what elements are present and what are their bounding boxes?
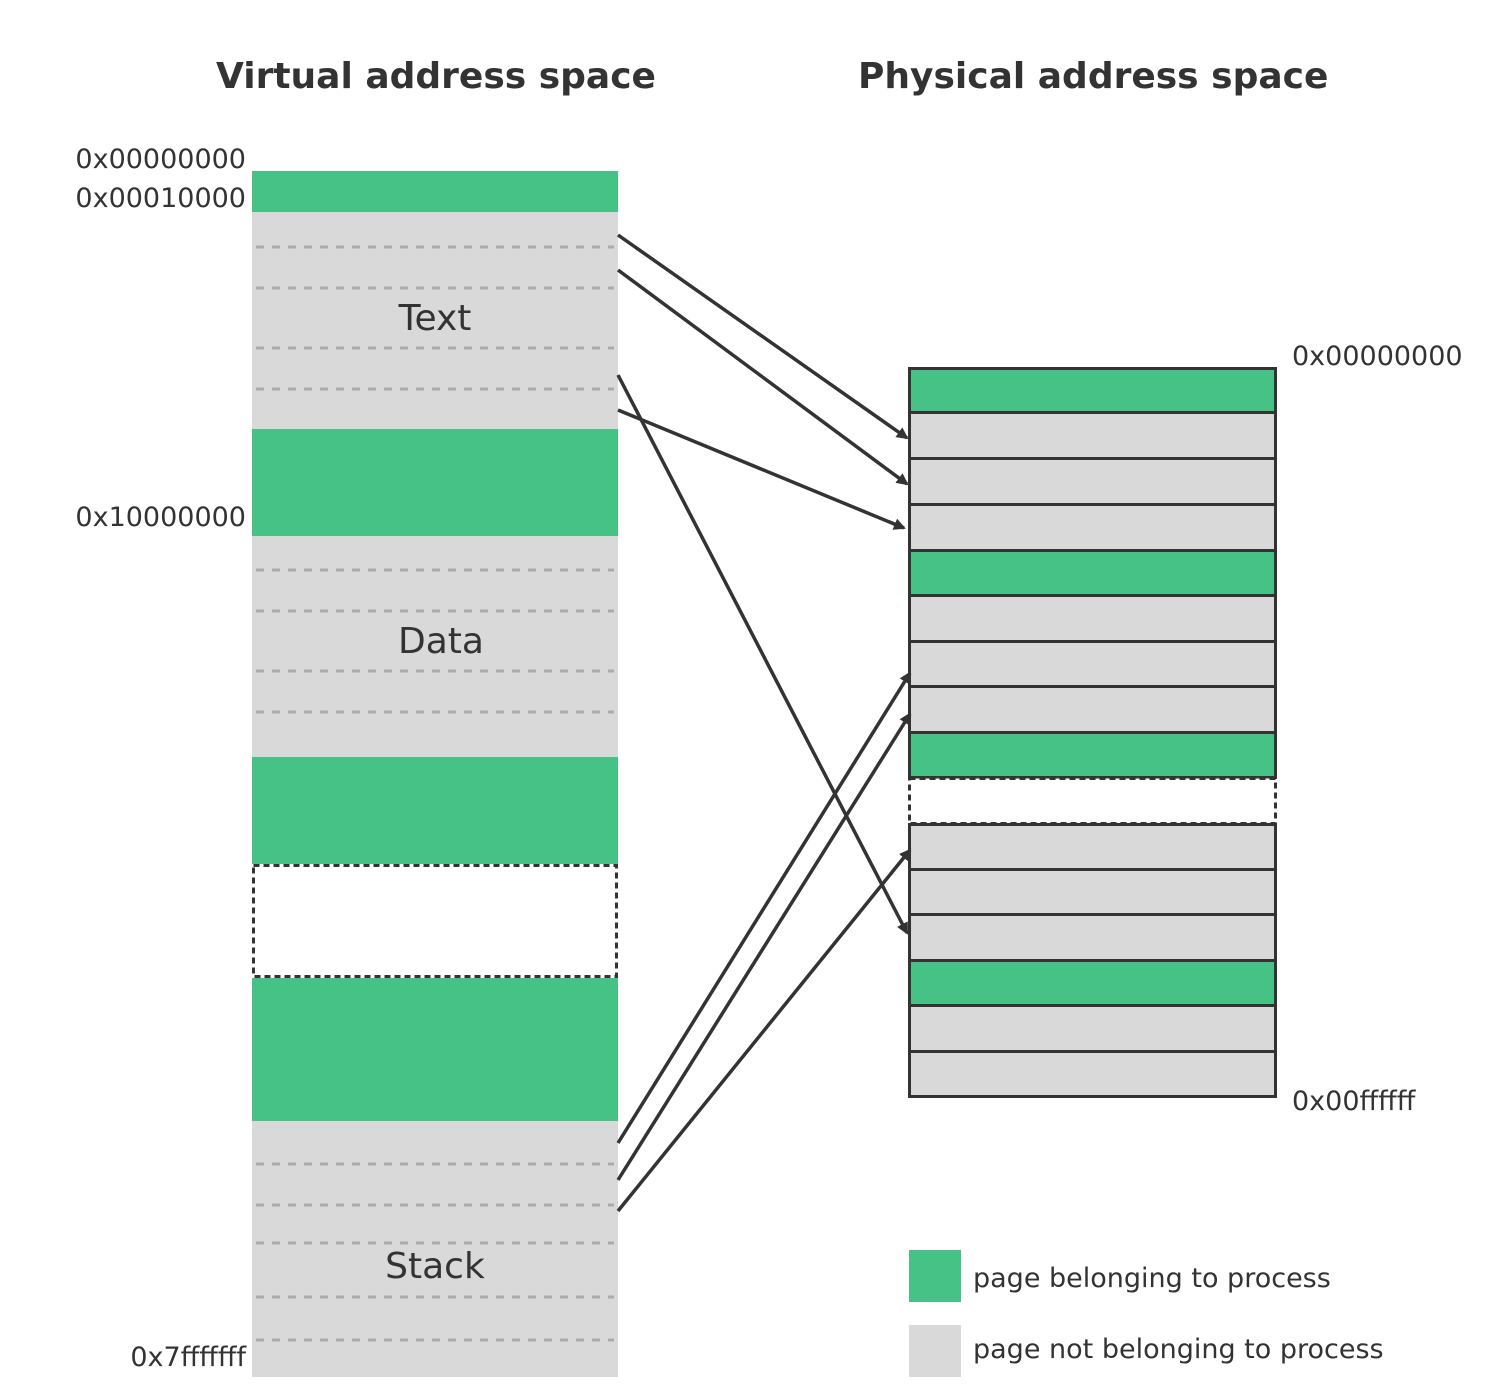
physical-page — [908, 503, 1277, 552]
physical-page — [908, 823, 1277, 871]
virtual-address-text-start: 0x00010000 — [75, 183, 246, 214]
physical-page — [908, 1050, 1277, 1098]
mapping-arrow — [616, 848, 912, 1213]
mapping-arrow — [616, 233, 909, 440]
mapping-arrow — [616, 374, 909, 935]
physical-address-space-title: Physical address space — [858, 56, 1329, 97]
legend-swatch-owned — [909, 1250, 961, 1302]
legend-not-owned-label: page not belonging to process — [973, 1334, 1384, 1365]
page-mapping-arrows — [616, 233, 912, 1213]
physical-address-column — [908, 367, 1277, 1098]
data-segment — [252, 536, 618, 757]
legend-swatch-not-owned — [909, 1325, 961, 1377]
physical-address-start: 0x00000000 — [1292, 341, 1463, 372]
mapping-arrow — [616, 712, 912, 1181]
physical-page-owned — [908, 731, 1277, 779]
virtual-page-owned — [252, 978, 618, 1121]
physical-page — [908, 868, 1277, 916]
mapping-arrow — [616, 671, 912, 1144]
virtual-address-end: 0x7fffffff — [130, 1342, 246, 1373]
mapping-arrow — [617, 408, 906, 530]
physical-page — [908, 594, 1277, 643]
virtual-address-data-start: 0x10000000 — [75, 502, 246, 533]
legend-owned-label: page belonging to process — [973, 1263, 1331, 1294]
physical-page-owned — [908, 549, 1277, 597]
physical-page — [908, 1004, 1277, 1053]
stack-segment-label: Stack — [385, 1246, 485, 1287]
virtual-page-owned — [252, 429, 618, 536]
virtual-address-space-title: Virtual address space — [216, 56, 656, 97]
physical-page — [908, 411, 1277, 460]
virtual-page-dividers — [256, 245, 614, 1342]
virtual-address-column — [252, 171, 618, 1377]
virtual-page-owned — [252, 171, 618, 212]
text-segment-label: Text — [398, 298, 472, 339]
mapping-arrow — [616, 268, 909, 486]
physical-page — [908, 640, 1277, 688]
virtual-address-start: 0x00000000 — [75, 144, 246, 175]
physical-page — [908, 913, 1277, 962]
physical-page — [908, 685, 1277, 734]
physical-page-owned — [908, 959, 1277, 1007]
physical-page-owned — [908, 367, 1277, 414]
virtual-gap-unmapped — [252, 864, 618, 978]
physical-gap-unmapped — [908, 777, 1277, 825]
virtual-page-owned — [252, 757, 618, 864]
data-segment-label: Data — [398, 621, 484, 662]
physical-address-end: 0x00ffffff — [1292, 1086, 1416, 1117]
physical-page — [908, 457, 1277, 506]
